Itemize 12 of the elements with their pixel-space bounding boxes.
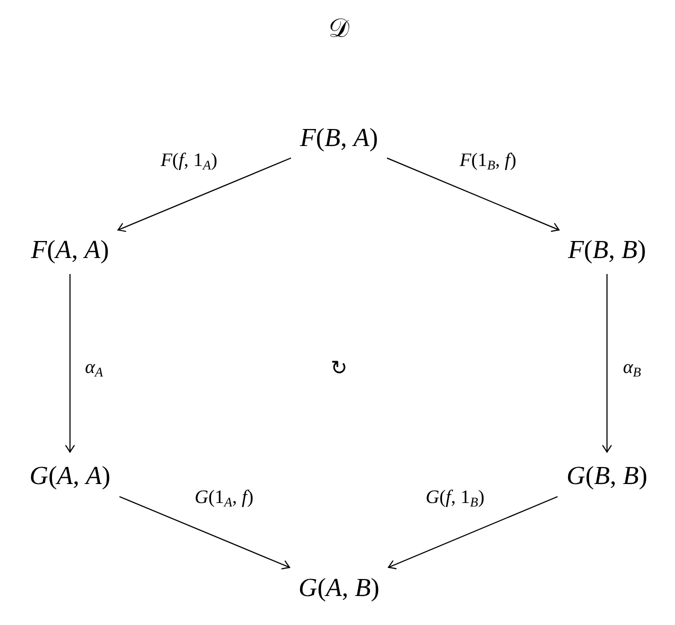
object-label: G(A, B) bbox=[298, 573, 380, 603]
object-label: F(B, B) bbox=[568, 235, 646, 265]
object-label: F(A, A) bbox=[31, 235, 109, 265]
edge-label: G(f, 1$_{B}$) bbox=[424, 487, 486, 509]
object-label: F(B, A) bbox=[300, 123, 378, 153]
object-label: G(B, B) bbox=[566, 461, 648, 491]
object-label: G(A, A) bbox=[30, 461, 110, 491]
commutativity-symbol: ↻ bbox=[330, 356, 348, 380]
edge-label: F(1$_{B}$, f) bbox=[458, 150, 518, 172]
edge-label: F(f, 1$_{A}$) bbox=[160, 150, 218, 172]
edge-label: G(1$_{A}$, f) bbox=[194, 487, 254, 509]
diagram-title: 𝒟 bbox=[328, 15, 350, 45]
